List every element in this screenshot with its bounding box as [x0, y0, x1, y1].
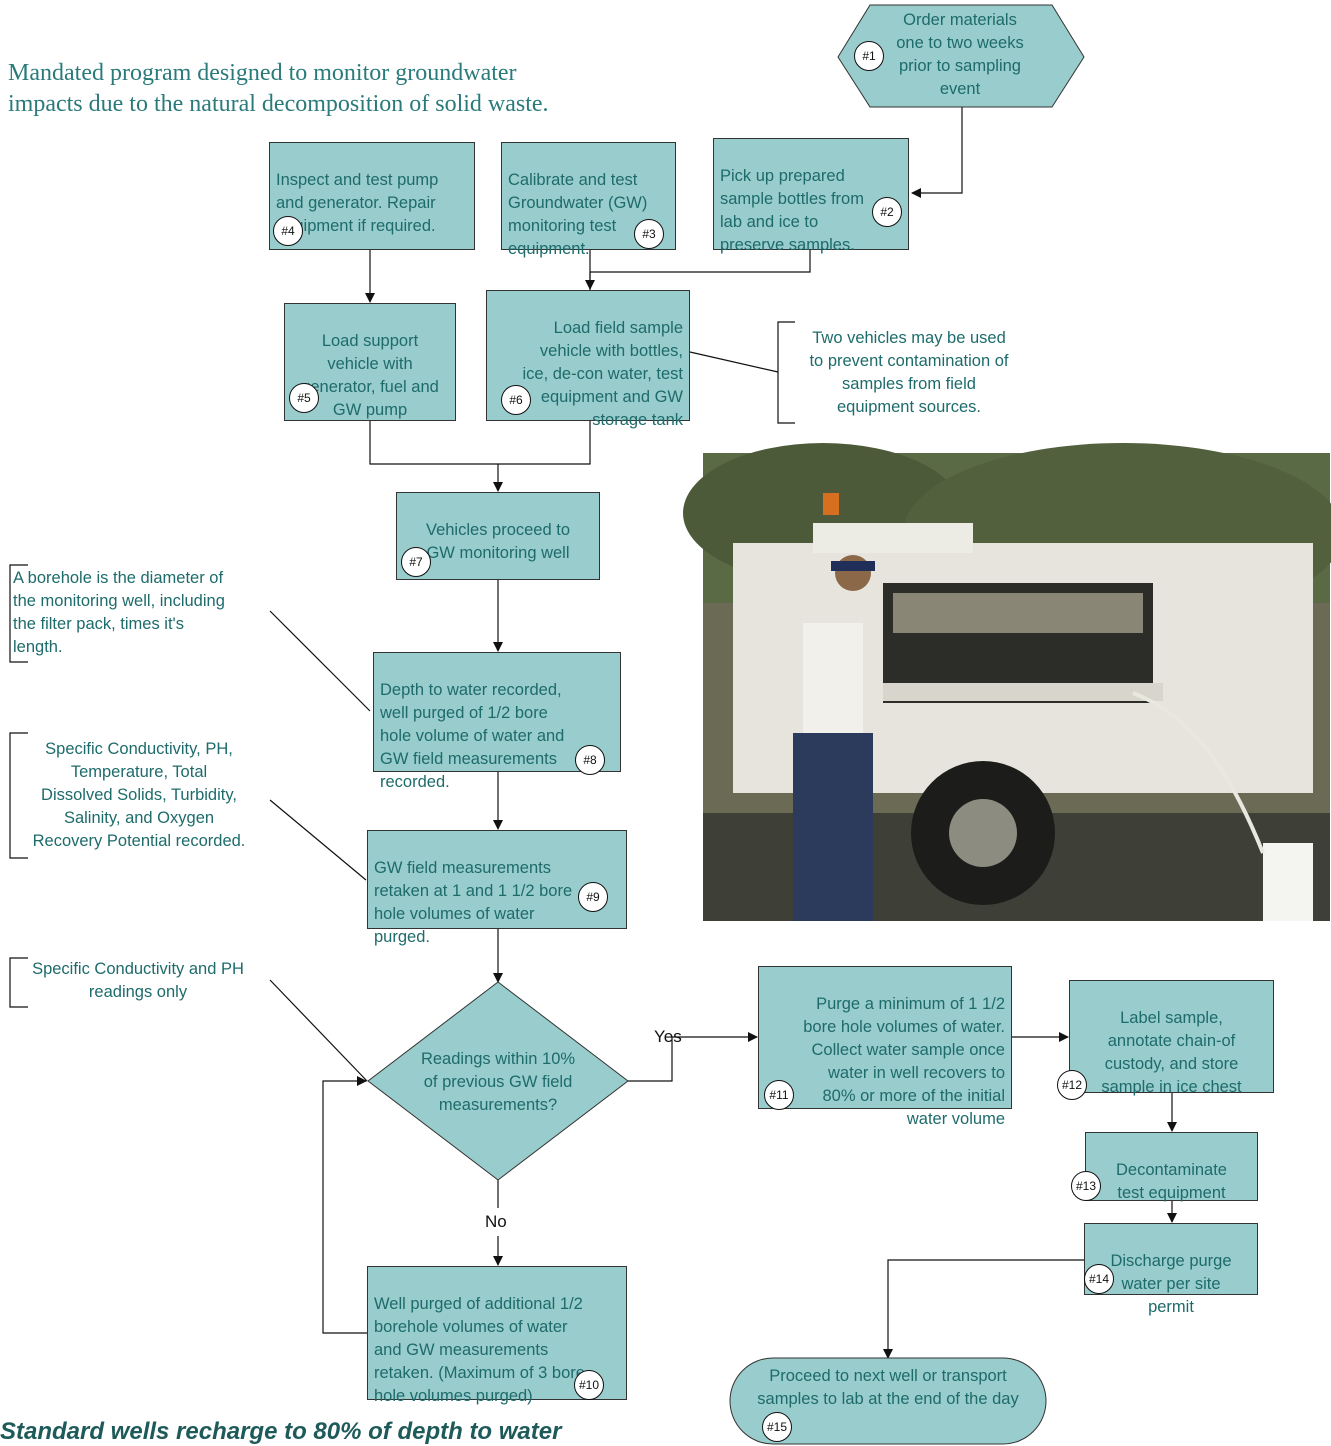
step-2-box: Pick up prepared sample bottles from lab…: [713, 138, 909, 254]
step-15-text: Proceed to next well or transport sample…: [757, 1367, 1019, 1408]
no-label: No: [485, 1212, 507, 1231]
page-subtitle: Mandated program designed to monitor gro…: [8, 60, 549, 117]
step-5-text: Load support vehicle with generator, fue…: [301, 332, 439, 419]
step-8-badge: #8: [575, 745, 605, 775]
step-12-box: Label sample, annotate chain-of custody,…: [1069, 980, 1274, 1096]
step-9-box: GW field measurements retaken at 1 and 1…: [367, 830, 627, 946]
step-12-text: Label sample, annotate chain-of custody,…: [1101, 1009, 1242, 1096]
step-13-box: Decontaminate test equipment: [1085, 1132, 1258, 1202]
note-two-vehicles: Two vehicles may be used to prevent cont…: [809, 329, 1009, 416]
step-7-text: Vehicles proceed to GW monitoring well: [425, 521, 570, 562]
step-9-text: GW field measurements retaken at 1 and 1…: [374, 859, 573, 946]
step-7-box: Vehicles proceed to GW monitoring well: [396, 492, 600, 580]
step-3-text: Calibrate and test Groundwater (GW) moni…: [508, 171, 648, 258]
step-7-badge: #7: [401, 547, 431, 577]
step-1-badge: #1: [854, 41, 884, 71]
step-12-badge: #12: [1057, 1070, 1087, 1100]
decision-diamond: [367, 981, 629, 1181]
step-10-box: Well purged of additional 1/2 borehole v…: [367, 1266, 627, 1405]
step-11-text: Purge a minimum of 1 1/2 bore hole volum…: [803, 995, 1005, 1128]
step-15-badge: #15: [762, 1412, 792, 1442]
step-14-text: Discharge purge water per site permit: [1110, 1252, 1232, 1316]
step-2-text: Pick up prepared sample bottles from lab…: [720, 167, 864, 254]
step-10-badge: #10: [574, 1370, 604, 1400]
step-1-hexagon: [837, 4, 1085, 108]
step-10-text: Well purged of additional 1/2 borehole v…: [374, 1295, 585, 1405]
footnote: Standard wells recharge to 80% of depth …: [0, 1418, 562, 1445]
note-borehole: A borehole is the diameter of the monito…: [13, 569, 225, 656]
step-11-badge: #11: [764, 1080, 794, 1110]
yes-label: Yes: [654, 1027, 682, 1046]
note-measurement-parameters: Specific Conductivity, PH, Temperature, …: [32, 740, 246, 850]
step-13-badge: #13: [1071, 1171, 1101, 1201]
step-5-box: Load support vehicle with generator, fue…: [284, 303, 456, 421]
step-6-badge: #6: [501, 385, 531, 415]
decision-text: Readings within 10% of previous GW field…: [420, 1050, 576, 1114]
step-9-badge: #9: [578, 882, 608, 912]
step-4-badge: #4: [273, 216, 303, 246]
step-8-text: Depth to water recorded, well purged of …: [380, 681, 565, 791]
step-14-badge: #14: [1084, 1264, 1114, 1294]
step-6-text: Load field sample vehicle with bottles, …: [522, 319, 684, 429]
step-4-box: Inspect and test pump and generator. Rep…: [269, 142, 475, 250]
step-3-badge: #3: [634, 219, 664, 249]
step-2-badge: #2: [872, 197, 902, 227]
step-1-text: Order materials one to two weeks prior t…: [896, 11, 1024, 98]
terminal-step-15: [729, 1357, 1047, 1445]
note-readings-only: Specific Conductivity and PH readings on…: [32, 960, 244, 1001]
step-11-box: Purge a minimum of 1 1/2 bore hole volum…: [758, 966, 1012, 1128]
field-sampling-truck-photo: [683, 443, 1331, 921]
step-3-box: Calibrate and test Groundwater (GW) moni…: [501, 142, 676, 258]
step-13-text: Decontaminate test equipment: [1116, 1161, 1227, 1202]
step-4-text: Inspect and test pump and generator. Rep…: [276, 171, 439, 235]
step-5-badge: #5: [289, 383, 319, 413]
